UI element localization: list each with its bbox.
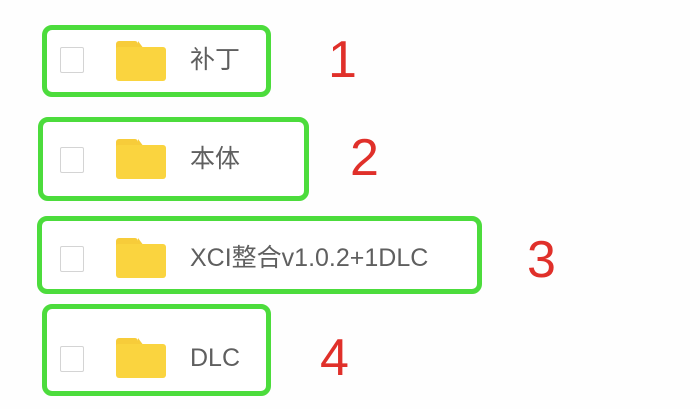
folder-icon: [116, 338, 166, 378]
file-list-item[interactable]: 本体: [0, 117, 700, 201]
highlight-box-3: [37, 216, 482, 294]
folder-name[interactable]: 补丁: [190, 46, 241, 74]
file-list-item[interactable]: DLC: [0, 304, 700, 396]
checkbox[interactable]: [60, 346, 84, 372]
checkbox[interactable]: [60, 246, 84, 272]
folder-icon: [116, 41, 166, 81]
folder-name[interactable]: 本体: [190, 145, 241, 173]
file-list-item[interactable]: XCI整合v1.0.2+1DLC: [0, 216, 700, 294]
file-list-item[interactable]: 补丁: [0, 25, 700, 97]
folder-name[interactable]: DLC: [190, 344, 241, 372]
annotation-number-4: 4: [320, 329, 349, 387]
annotation-number-3: 3: [527, 231, 556, 289]
checkbox[interactable]: [60, 47, 84, 73]
folder-name[interactable]: XCI整合v1.0.2+1DLC: [190, 244, 429, 272]
folder-icon: [116, 238, 166, 278]
annotation-number-2: 2: [350, 129, 379, 187]
annotation-number-1: 1: [328, 31, 357, 89]
checkbox[interactable]: [60, 147, 84, 173]
folder-icon: [116, 139, 166, 179]
